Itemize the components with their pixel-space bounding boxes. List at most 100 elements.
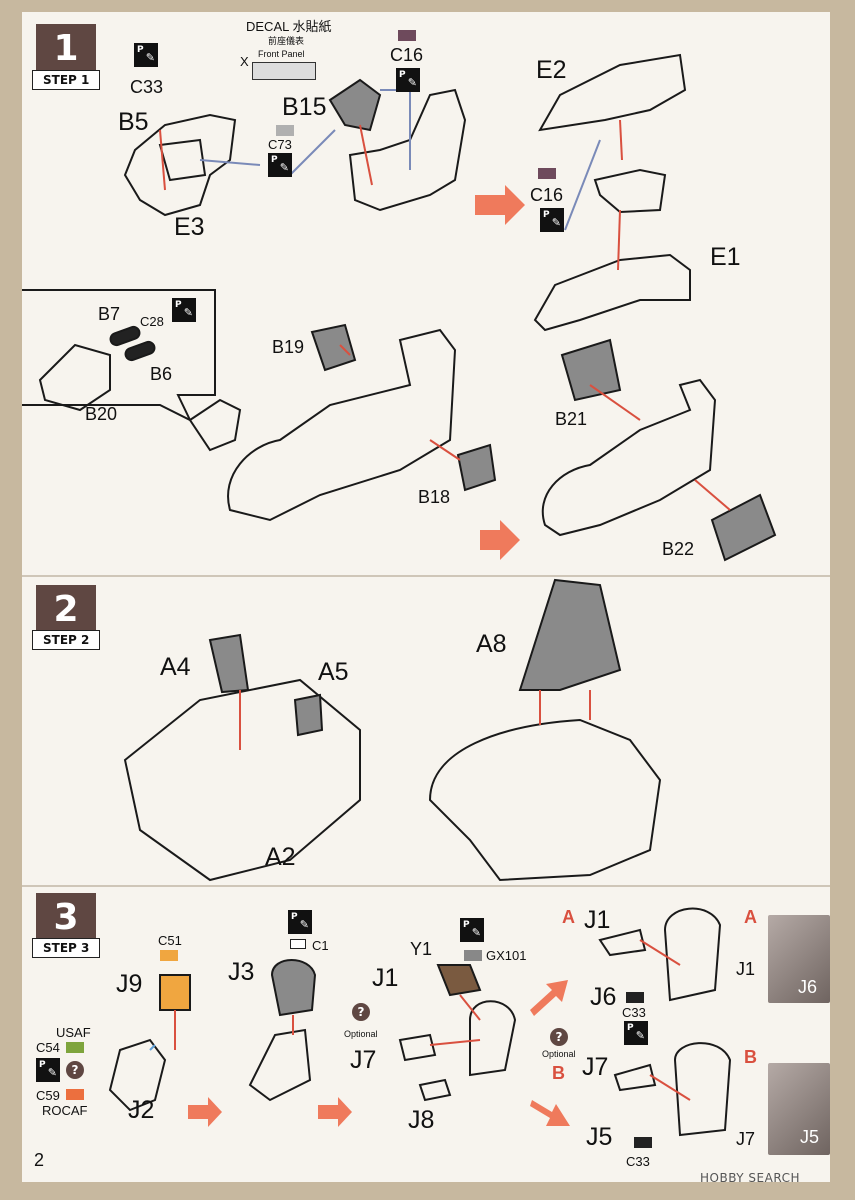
- flow-arrow: [188, 1097, 222, 1127]
- part-line: [149, 1044, 156, 1051]
- part-label-usaf: USAF: [56, 1025, 91, 1040]
- part-label-j9: J9: [116, 970, 143, 998]
- part-b20-shape: [38, 343, 111, 412]
- part-line: [339, 344, 351, 356]
- part-mid-shape: [593, 168, 667, 214]
- color-swatch-c59: [66, 1089, 84, 1100]
- paint-brush-icon: P✎: [134, 43, 158, 67]
- paint-brush-icon: P✎: [460, 918, 484, 942]
- flow-arrow: [530, 1100, 570, 1126]
- reference-photo-a: [768, 915, 830, 1003]
- flow-arrow: [480, 520, 520, 560]
- part-line: [459, 994, 481, 1021]
- part-label-j8: J8: [408, 1106, 435, 1134]
- part-line: [589, 384, 641, 421]
- photo-variant-b-label: B: [744, 1047, 757, 1067]
- optional-icon: ?: [352, 1003, 370, 1021]
- part-j1b-shape: [598, 928, 647, 957]
- part-j9-shape: [159, 974, 191, 1011]
- part-y1-shape: [436, 964, 482, 997]
- decal-front-panel-graphic: [252, 62, 316, 80]
- part-label-e2: E2: [536, 56, 567, 84]
- part-label-j7-variant: J7: [582, 1053, 609, 1081]
- canopy-shape: [428, 718, 662, 882]
- part-label-a2: A2: [265, 843, 296, 871]
- color-swatch-c51: [160, 950, 178, 961]
- connector-line: [199, 159, 261, 166]
- part-line: [639, 939, 681, 966]
- pilot-a-shape: [663, 907, 722, 1002]
- part-label-gx101: GX101: [486, 948, 527, 963]
- part-label-b15: B15: [282, 93, 327, 121]
- part-b6-shape: [124, 340, 156, 362]
- paint-brush-icon: P✎: [36, 1058, 60, 1082]
- part-e2-shape: [538, 53, 687, 132]
- part-label-e1: E1: [710, 243, 741, 271]
- reference-photo-b: [768, 1063, 830, 1155]
- part-b19-shape: [310, 323, 357, 372]
- paint-brush-icon: P✎: [540, 208, 564, 232]
- part-label-b5: B5: [118, 108, 149, 136]
- part-j8-shape: [418, 1078, 452, 1102]
- paint-brush-icon: P✎: [172, 298, 196, 322]
- flow-arrow: [475, 185, 525, 225]
- part-label-b21: B21: [555, 409, 588, 429]
- paint-brush-icon: P✎: [624, 1021, 648, 1045]
- part-label-rocaf: ROCAF: [42, 1103, 88, 1118]
- part-line: [617, 209, 621, 271]
- photo-variant-a-label: A: [744, 907, 757, 927]
- part-e3-shape: [123, 113, 237, 217]
- decal-title: DECAL 水貼紙: [246, 19, 332, 34]
- part-label-a5: A5: [318, 658, 349, 686]
- step1-label: STEP 1: [32, 70, 101, 90]
- variant-a-label: A: [562, 907, 575, 927]
- part-label-a4: A4: [160, 653, 191, 681]
- part-b22-shape: [710, 493, 777, 562]
- part-label-c54: C54: [36, 1040, 60, 1055]
- page-number: 2: [34, 1150, 45, 1170]
- part-b15-shape: [328, 78, 382, 132]
- color-swatch-c16: [398, 30, 416, 41]
- part-line: [619, 119, 623, 161]
- part-label-c16: C16: [530, 185, 564, 205]
- part-label-c51: C51: [158, 933, 182, 948]
- part-label-c1: C1: [312, 938, 329, 953]
- part-label-c33-step3b: C33: [626, 1154, 650, 1169]
- color-swatch-c16: [538, 168, 556, 179]
- flow-arrow: [530, 980, 568, 1016]
- part-label-j1: J1: [372, 964, 399, 992]
- fuselage-left-shape: [227, 328, 457, 522]
- part-a4-shape: [208, 633, 250, 694]
- part-label-c59: C59: [36, 1088, 60, 1103]
- part-label-c73: C73: [268, 137, 292, 152]
- connector-line: [564, 139, 601, 231]
- variant-b-label: B: [552, 1063, 565, 1083]
- part-line: [694, 479, 731, 511]
- part-e1-shape: [533, 253, 691, 332]
- part-a8-shape: [518, 578, 622, 691]
- photo-label-j5: J5: [800, 1127, 820, 1147]
- color-swatch-c1: [290, 939, 306, 949]
- part-label-y1: Y1: [410, 939, 433, 959]
- part-b7-shape: [109, 325, 141, 347]
- part-label-c16: C16: [390, 45, 424, 65]
- section-divider: [22, 885, 830, 887]
- photo-label-j1: J1: [736, 959, 756, 979]
- part-label-c33: C33: [130, 77, 164, 97]
- part-j2-shape: [108, 1038, 167, 1112]
- instruction-sheet: [22, 12, 830, 1182]
- decal-part-name: Front Panel: [258, 49, 305, 59]
- connector-line: [289, 129, 336, 176]
- part-j3-head-shape: [270, 959, 317, 1017]
- part-line: [359, 124, 373, 186]
- part-label-a8: A8: [476, 630, 507, 658]
- step1-number: 1: [36, 24, 96, 72]
- pilot-b-shape: [673, 1042, 732, 1137]
- optional-label: Optional: [542, 1049, 576, 1059]
- paint-brush-icon: P✎: [396, 68, 420, 92]
- part-label-j6: J6: [590, 983, 617, 1011]
- step3-number: 3: [36, 893, 96, 941]
- part-label-j7: J7: [350, 1046, 377, 1074]
- part-b18-shape: [456, 443, 497, 492]
- color-swatch-c33: [626, 992, 644, 1003]
